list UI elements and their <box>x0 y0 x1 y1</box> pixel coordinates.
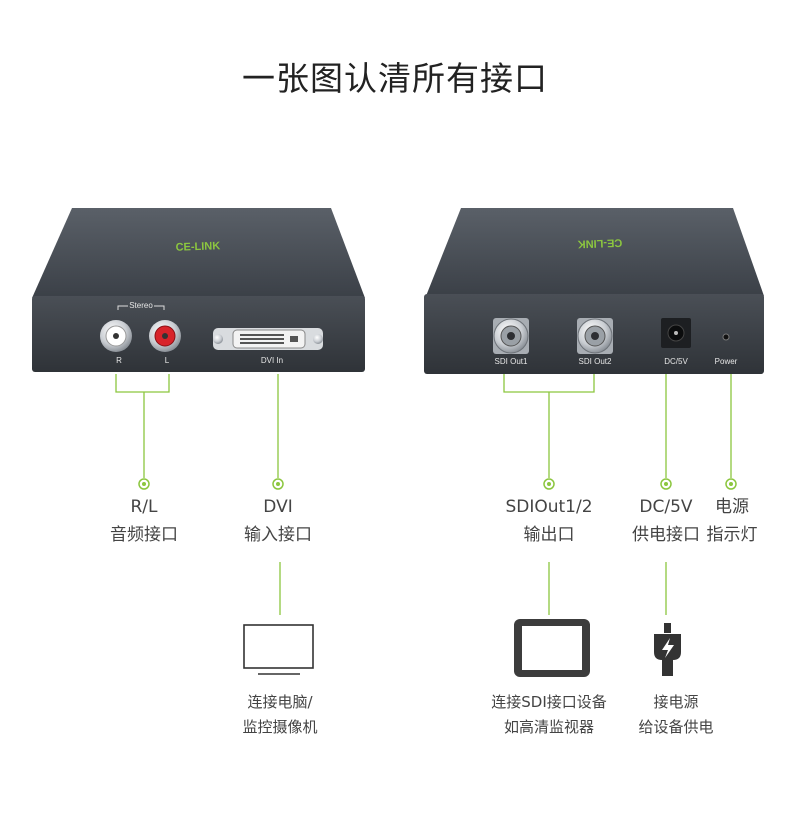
right-device: CE-LINK SDI Out1 SDI Out2 DC/5V Power <box>424 208 764 374</box>
monitor-icon <box>243 624 314 675</box>
sdi-out1-label: SDI Out1 <box>495 357 528 366</box>
port-label-line1: SDIOut1/2 <box>505 497 593 517</box>
tablet-screen-icon <box>514 619 590 677</box>
port-label-line1: DVI <box>263 497 293 517</box>
caption-line2: 如高清监视器 <box>503 718 594 736</box>
caption-line1: 连接电脑/ <box>247 693 313 711</box>
sdi-out2-label: SDI Out2 <box>579 357 612 366</box>
caption-line1: 接电源 <box>653 693 699 711</box>
callout-dots <box>138 478 737 490</box>
port-label-dc: DC/5V 供电接口 <box>621 493 711 549</box>
bnc-connector-1 <box>493 318 529 354</box>
port-label-power-led: 电源 指示灯 <box>706 493 758 549</box>
device-caption-computer: 连接电脑/ 监控摄像机 <box>220 690 340 740</box>
dvi-port <box>213 328 323 350</box>
caption-line2: 监控摄像机 <box>242 718 318 736</box>
power-led <box>722 333 730 341</box>
dc-label: DC/5V <box>664 357 688 366</box>
port-label-line2: 音频接口 <box>110 525 178 545</box>
callout-lines <box>115 374 732 615</box>
caption-line1: 连接SDI接口设备 <box>491 693 607 711</box>
port-label-line2: 供电接口 <box>632 525 700 545</box>
port-label-line2: 指示灯 <box>706 525 758 545</box>
dc-jack <box>661 318 691 348</box>
port-label-audio: R/L 音频接口 <box>84 493 204 549</box>
l-label: L <box>165 356 170 365</box>
port-label-line1: DC/5V <box>639 497 693 517</box>
port-label-dvi: DVI 输入接口 <box>218 493 338 549</box>
rca-jack-l <box>149 320 181 352</box>
device-caption-monitor: 连接SDI接口设备 如高清监视器 <box>474 690 624 740</box>
brand-logo-left: CE-LINK <box>175 240 220 254</box>
port-label-line1: 电源 <box>715 497 749 517</box>
rca-jack-r <box>100 320 132 352</box>
port-label-line2: 输入接口 <box>244 525 312 545</box>
r-label: R <box>116 356 122 365</box>
dvi-in-label: DVI In <box>261 356 283 365</box>
bnc-connector-2 <box>577 318 613 354</box>
stereo-label: Stereo <box>129 301 153 310</box>
brand-logo-right: CE-LINK <box>577 236 622 250</box>
port-label-sdi: SDIOut1/2 输出口 <box>489 493 609 549</box>
device-caption-power: 接电源 给设备供电 <box>621 690 731 740</box>
port-label-line1: R/L <box>130 497 158 517</box>
power-label: Power <box>715 357 738 366</box>
left-device: CE-LINK Stereo R L <box>32 208 365 372</box>
power-plug-icon <box>654 623 681 676</box>
caption-line2: 给设备供电 <box>638 718 714 736</box>
page-title: 一张图认清所有接口 <box>242 59 548 98</box>
port-label-line2: 输出口 <box>523 525 575 545</box>
